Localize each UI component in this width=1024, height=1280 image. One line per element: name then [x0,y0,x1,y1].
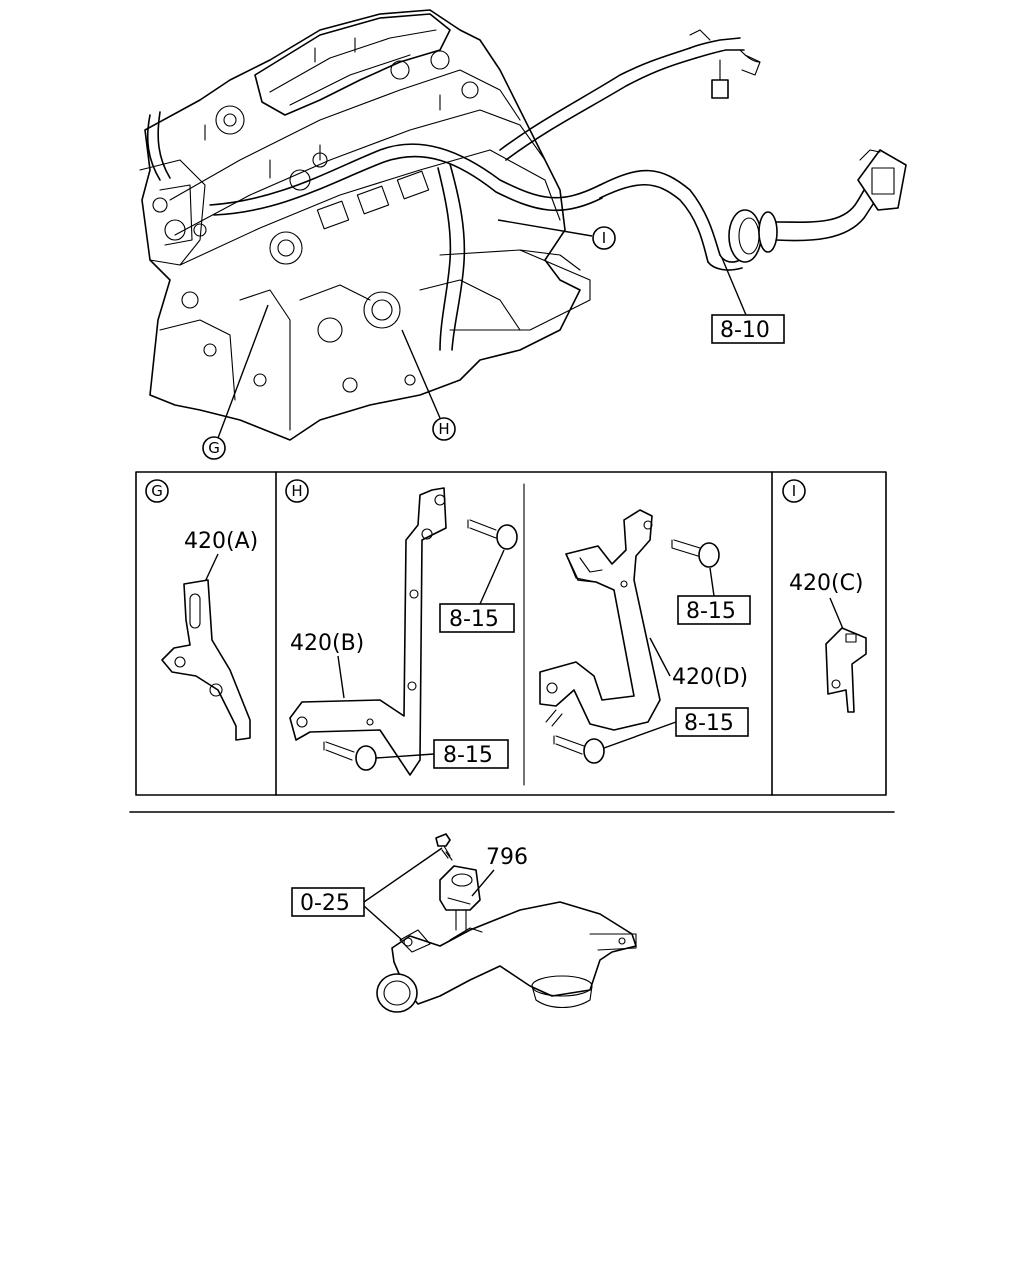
callout-box-harness [711,314,785,344]
bracket-420a [161,579,251,741]
bolt-4-label: 8-15 [684,711,734,736]
panel-h-tag-label: H [291,482,302,500]
part-420a-label: 420(A) [184,529,258,554]
bolt-lower-b [323,741,355,761]
bolt-upper-d [671,539,701,557]
circle-h-label: H [438,420,449,438]
part-420c-label: 420(C) [789,571,864,596]
panel-h-tag [285,479,309,503]
wire-harness [499,29,907,271]
sensor-796 [439,865,481,911]
callout-box-bolt-4 [675,707,749,737]
callout-box-screw [291,887,365,917]
callout-box-bolt-3 [677,595,751,625]
bracket-420c [825,627,867,713]
callout-box-bolt-1 [439,603,515,633]
bolt-lower-d [553,735,585,755]
detail-panel-frame [135,471,887,796]
part-420d-label: 420(D) [672,665,748,690]
callout-circle-g [202,436,226,460]
part-420b-label: 420(B) [290,631,364,656]
bolt-upper-b [467,519,497,539]
bracket-420d [539,509,661,731]
panel-g-tag-label: G [151,482,163,500]
coolant-pipe [391,901,637,1005]
panel-i-tag [782,479,806,503]
sensor-796-label: 796 [486,845,528,870]
engine-illustration [139,9,603,441]
callout-circle-i [592,226,616,250]
bracket-420b [289,487,447,776]
screw-ref-label: 0-25 [300,891,350,916]
panel-i-tag-label: I [792,482,796,500]
callout-circle-h [432,417,456,441]
panel-g: G 420(A) [145,479,258,741]
callout-box-bolt-2 [433,739,509,769]
bolt-2-label: 8-15 [443,743,493,768]
bolt-1-label: 8-15 [449,607,499,632]
screw-icon [435,833,451,847]
lower-assembly: 796 0-25 [291,833,637,1013]
bolt-3-label: 8-15 [686,599,736,624]
panel-i: I 420(C) [782,479,867,713]
circle-i-label: I [602,229,606,247]
harness-callout-label: 8-10 [720,318,770,343]
circle-g-label: G [208,439,220,457]
panel-h: H 420(B) 8-15 8-15 [285,479,751,776]
panel-g-tag [145,479,169,503]
